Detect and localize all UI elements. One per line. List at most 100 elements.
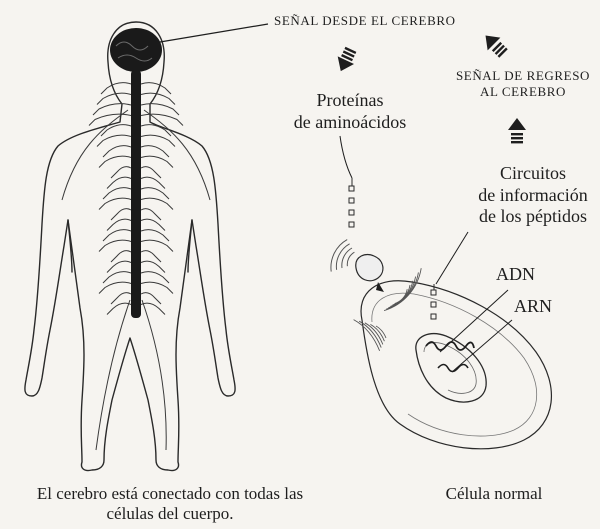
receptor-wave xyxy=(335,243,350,270)
nerve-branch xyxy=(106,176,132,189)
nerve-branch xyxy=(110,208,132,221)
receptor-wave xyxy=(346,251,355,267)
nerve-branch xyxy=(140,103,180,116)
nerve-branch xyxy=(140,260,166,273)
nerve-branch xyxy=(140,197,174,210)
cell-arc xyxy=(353,319,381,351)
nerve-branch xyxy=(98,239,132,252)
cell-arc xyxy=(375,325,387,339)
nerve-branch xyxy=(102,187,132,200)
nerve-branch xyxy=(110,250,132,263)
circuits-label: Circuitos de información de los péptidos xyxy=(478,163,588,228)
receptor-wave xyxy=(330,239,348,272)
arm-gap-left xyxy=(67,219,73,273)
nerve-branch xyxy=(92,103,132,116)
limb-nerve xyxy=(95,299,131,451)
nerve-branch xyxy=(140,166,162,179)
cell-arc xyxy=(358,320,382,348)
signal-pointer-line xyxy=(159,23,269,43)
nerve-branch xyxy=(140,92,176,105)
limb-nerve xyxy=(143,109,211,201)
signal-back-label: SEÑAL DE REGRESO AL CEREBRO xyxy=(448,68,598,99)
limb-nerve xyxy=(61,109,129,201)
proteins-leader-line xyxy=(339,135,353,179)
cell-nucleus-inner xyxy=(423,342,477,394)
nerve-branch xyxy=(100,124,132,137)
circuits-line-1: Circuitos xyxy=(500,163,566,183)
nerve-branch xyxy=(140,145,170,158)
nerve-branch xyxy=(106,260,132,273)
arrow-down-icon xyxy=(337,46,357,72)
nerve-branch xyxy=(96,134,132,147)
nerve-branch xyxy=(140,239,174,252)
signal-back-line-2: AL CEREBRO xyxy=(479,83,567,99)
nerve-branch xyxy=(102,145,132,158)
receptor-waves xyxy=(330,239,355,272)
nerve-branch xyxy=(98,197,132,210)
nerve-branch xyxy=(96,92,132,105)
nerve-branch xyxy=(140,292,162,305)
nerve-branch xyxy=(88,113,132,126)
receptor-arrow-icon xyxy=(376,282,384,292)
nerve-branch xyxy=(100,82,132,95)
arrow-up-left-icon xyxy=(485,35,508,58)
nerve-branch xyxy=(140,229,170,242)
spinal-cord xyxy=(131,70,141,318)
proteins-line-2: de aminoácidos xyxy=(293,111,407,132)
right-caption: Célula normal xyxy=(445,484,543,503)
nerve-branch xyxy=(102,229,132,242)
protein-chain xyxy=(348,178,355,228)
limb-nerve xyxy=(141,299,167,451)
circuits-line-2: de información xyxy=(478,184,588,205)
nerve-branch xyxy=(140,187,170,200)
receptor-wave xyxy=(341,247,353,269)
cell-arc xyxy=(370,324,385,342)
human-body-figure xyxy=(24,21,236,472)
circuits-line-3: de los péptidos xyxy=(479,206,587,227)
cell-arc xyxy=(388,276,417,309)
nerve-branch xyxy=(140,155,174,168)
rna-label: ARN xyxy=(514,296,553,316)
nerve-branches xyxy=(61,82,211,451)
nerve-branch xyxy=(102,271,132,284)
arm-gap-right xyxy=(187,219,193,273)
nerve-branch xyxy=(140,271,170,284)
nerve-branch xyxy=(140,176,166,189)
cell-membrane-inner xyxy=(371,292,538,437)
nerve-branch xyxy=(140,82,172,95)
nerve-branch xyxy=(98,155,132,168)
nerve-branch xyxy=(98,281,132,294)
nerve-branch xyxy=(106,218,132,231)
dna-leader-line xyxy=(439,289,509,353)
left-caption-line-1: El cerebro está conectado con todas las xyxy=(36,484,304,503)
rna-leader-line xyxy=(451,319,513,373)
nerve-branch xyxy=(110,292,132,305)
cell-arc xyxy=(386,272,419,310)
nerve-branch xyxy=(140,218,166,231)
proteins-label: Proteínas de aminoácidos xyxy=(282,90,418,133)
rna-strand xyxy=(437,363,469,373)
nerve-branch xyxy=(140,208,162,221)
signal-from-brain-label: SEÑAL DESDE EL CEREBRO xyxy=(274,13,456,28)
dna-label: ADN xyxy=(496,264,535,284)
brain-folds xyxy=(115,41,153,62)
brain xyxy=(110,28,162,72)
proteins-line-1: Proteínas xyxy=(316,90,384,110)
cell-arc xyxy=(392,284,411,306)
nerve-branch xyxy=(140,134,176,147)
nerve-branch xyxy=(140,124,172,137)
circuits-leader-line xyxy=(435,231,469,285)
nerve-branch xyxy=(140,113,184,126)
nerve-branch xyxy=(110,166,132,179)
cell-arc xyxy=(364,322,384,345)
left-caption-line-2: células del cuerpo. xyxy=(106,504,234,524)
receptor-blob xyxy=(355,253,384,282)
cell-arc xyxy=(383,268,422,312)
left-caption: El cerebro está conectado con todas las … xyxy=(0,484,340,525)
peptide-chain xyxy=(430,284,437,320)
cell-membrane xyxy=(360,280,552,450)
cell-signal-arcs xyxy=(353,268,422,351)
body-outline xyxy=(24,21,236,472)
cell-nucleus xyxy=(415,333,487,403)
